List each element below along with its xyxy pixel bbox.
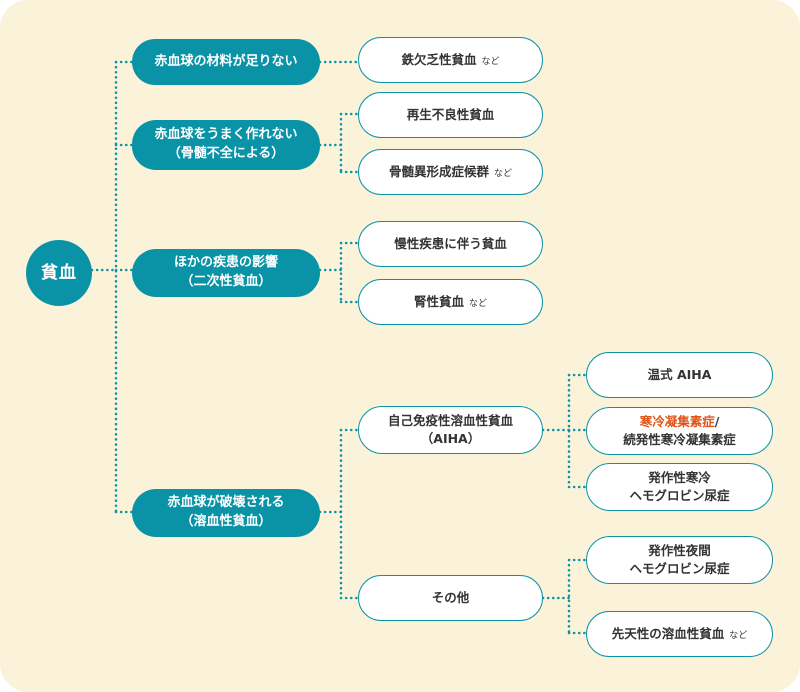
subleaf-pnh: 発作性夜間 ヘモグロビン尿症 [586,536,773,584]
leaf-renal-anemia: 腎性貧血 など [358,279,543,325]
subleaf-sublabel: 続発性寒冷凝集素症 [623,432,736,447]
subleaf-label: 発作性夜間 [648,542,711,558]
leaf-aiha: 自己免疫性溶血性貧血 （AIHA） [358,406,543,454]
leaf-sublabel: （AIHA） [420,431,481,446]
root-node-anemia: 貧血 [26,240,92,306]
subleaf-label: 先天性の溶血性貧血 [611,625,725,641]
subleaf-separator: / [714,413,720,429]
leaf-label: 再生不良性貧血 [406,106,495,122]
category-sublabel: （溶血性貧血） [180,514,272,529]
root-label: 貧血 [41,262,77,283]
subleaf-label: 温式 AIHA [647,366,712,382]
subleaf-pch: 発作性寒冷 ヘモグロビン尿症 [586,463,773,511]
category-label: 赤血球が破壊される [167,495,285,511]
category-sublabel: （骨髄不全による） [167,146,285,161]
leaf-label: 腎性貧血 [413,293,464,309]
leaf-label: その他 [431,589,470,605]
subleaf-congenital-hemolytic: 先天性の溶血性貧血 など [586,611,773,657]
subleaf-label: 発作性寒冷 [648,469,711,485]
leaf-label: 自己免疫性溶血性貧血 [387,412,513,428]
connector-other-split [541,558,588,635]
leaf-label: 慢性疾患に伴う貧血 [394,235,507,251]
subleaf-suffix: など [729,630,748,641]
leaf-suffix: など [469,298,488,309]
category-sublabel: （二次性貧血） [180,274,272,289]
leaf-suffix: など [481,56,500,67]
leaf-label: 骨髄異形成症候群 [388,163,489,179]
leaf-iron-deficiency: 鉄欠乏性貧血 など [358,37,543,83]
leaf-aplastic-anemia: 再生不良性貧血 [358,92,543,138]
subleaf-warm-aiha: 温式 AIHA [586,352,773,398]
leaf-other: その他 [358,575,543,621]
connector-cat-4-split [318,428,360,600]
category-lack-of-materials: 赤血球の材料が足りない [132,39,320,85]
category-production-failure: 赤血球をうまく作れない （骨髄不全による） [132,120,320,170]
category-secondary-anemia: ほかの疾患の影響 （二次性貧血） [132,249,320,297]
leaf-chronic-disease-anemia: 慢性疾患に伴う貧血 [358,221,543,267]
category-label: 赤血球の材料が足りない [154,53,298,69]
category-label: ほかの疾患の影響 [173,255,278,271]
connector-cat-2-split [318,112,360,174]
subleaf-highlight-label: 寒冷凝集素症 [639,413,715,429]
connector-aiha-split [541,373,588,489]
subleaf-cold-agglutinin: 寒冷凝集素症 / 続発性寒冷凝集素症 [586,407,773,455]
category-label: 赤血球をうまく作れない [154,127,298,143]
leaf-suffix: など [494,168,513,179]
category-hemolytic-anemia: 赤血球が破壊される （溶血性貧血） [132,489,320,537]
leaf-label: 鉄欠乏性貧血 [401,51,477,67]
leaf-mds: 骨髄異形成症候群 など [358,149,543,195]
subleaf-sublabel: ヘモグロビン尿症 [629,561,730,576]
connector-cat-3-split [318,241,360,304]
subleaf-sublabel: ヘモグロビン尿症 [629,488,730,503]
